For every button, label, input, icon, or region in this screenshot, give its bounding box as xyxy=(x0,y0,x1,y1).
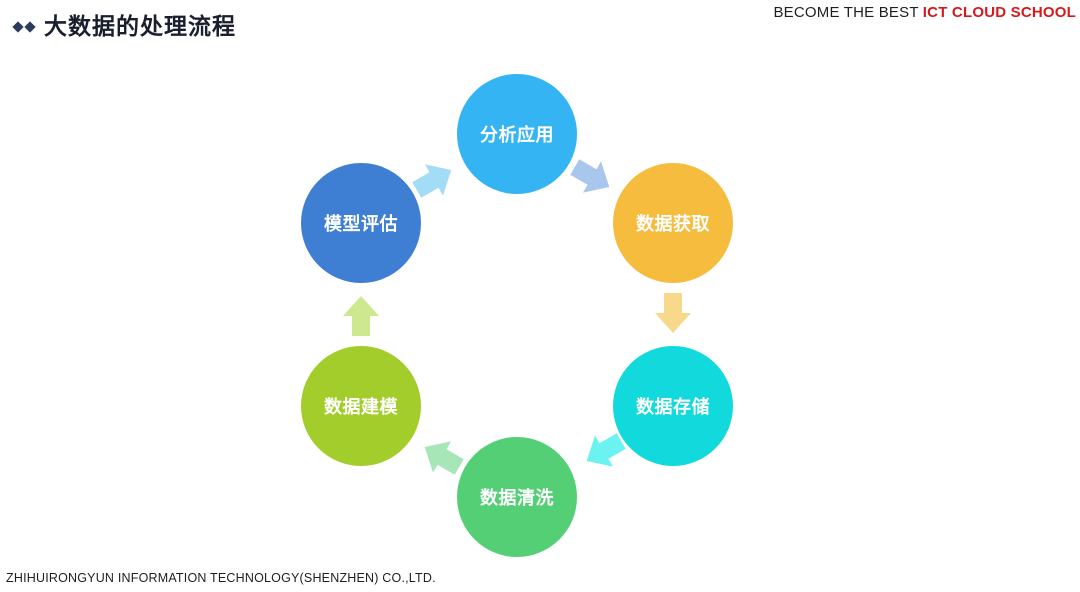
page-title: 大数据的处理流程 xyxy=(44,14,236,40)
brand-tagline-accent: ICT CLOUD SCHOOL xyxy=(922,4,1076,21)
stage-label: 模型评估 xyxy=(324,214,398,235)
stage-model-evaluation: 模型评估 xyxy=(301,163,421,283)
stage-data-cleaning: 数据清洗 xyxy=(457,437,577,557)
stage-label: 数据清洗 xyxy=(480,488,554,509)
flow-arrow-icon xyxy=(412,164,452,198)
title-row: 大数据的处理流程 xyxy=(12,10,236,44)
flow-arrow-icon xyxy=(586,433,626,467)
stage-data-modeling: 数据建模 xyxy=(301,346,421,466)
flow-arrow-icon xyxy=(570,159,610,193)
brand-tagline-prefix: BECOME THE BEST xyxy=(773,4,923,21)
stage-label: 数据获取 xyxy=(636,214,710,235)
stage-label: 数据建模 xyxy=(324,397,398,418)
flow-arrow-icon xyxy=(343,296,379,336)
stage-label: 数据存储 xyxy=(636,397,710,418)
stage-analysis-application: 分析应用 xyxy=(457,74,577,194)
brand-tagline: BECOME THE BEST ICT CLOUD SCHOOL xyxy=(773,4,1076,21)
company-footer: ZHIHUIRONGYUN INFORMATION TECHNOLOGY(SHE… xyxy=(6,571,436,585)
stage-label: 分析应用 xyxy=(480,125,554,146)
stage-data-acquisition: 数据获取 xyxy=(613,163,733,283)
stage-data-storage: 数据存储 xyxy=(613,346,733,466)
flow-arrow-icon xyxy=(655,293,691,333)
flow-arrow-icon xyxy=(424,441,464,475)
